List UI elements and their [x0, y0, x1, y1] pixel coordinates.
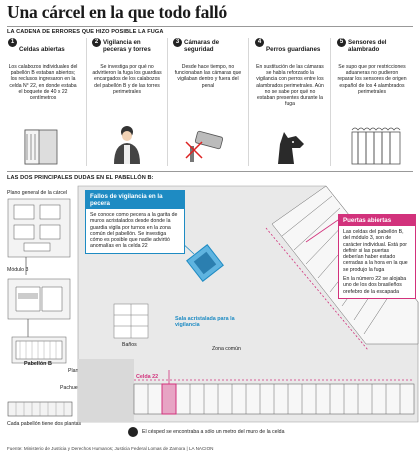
callout-puertas: Puertas abiertas Las celdas del pabellón…	[338, 214, 416, 299]
cada-pabellon-label: Cada pabellón tiene dos plantas	[7, 421, 82, 427]
modulo-label: Módulo 3	[7, 267, 29, 273]
guard-icon	[114, 126, 140, 164]
pavilion-floors-diagram	[7, 401, 73, 417]
column-body: Desde hace tiempo, no funcionaban las cá…	[174, 64, 242, 89]
banos-label: Baños	[122, 342, 137, 348]
callout-puertas-title: Puertas abiertas	[339, 215, 415, 226]
site-plan-diagram	[7, 198, 71, 364]
column-divider	[167, 38, 168, 166]
camera-icon	[185, 130, 224, 162]
step-number: 1	[8, 38, 17, 47]
column-heading: Celdas abiertas	[19, 46, 65, 53]
column-body: Los calabozos individuales del pabellón …	[8, 64, 78, 102]
column-body: Se supo que por restricciones aduaneras …	[337, 64, 407, 95]
column-celdas-abiertas: 1Celdas abiertas Los calabozos individua…	[8, 38, 78, 101]
bathrooms-block	[113, 303, 149, 339]
callout-puertas-body2: En la número 22 se alojaba uno de los do…	[343, 276, 407, 295]
cell-door-icon	[24, 129, 58, 165]
column-body: Se investiga por qué no advirtieron la f…	[92, 64, 162, 95]
source-line: Fuente: Ministerio de Justicia y Derecho…	[7, 446, 214, 451]
column-heading: Perros guardianes	[266, 46, 321, 53]
callout-vigilancia: Fallos de vigilancia en la pecera Se con…	[85, 190, 185, 254]
fence-icon	[351, 127, 401, 165]
section1-kicker: LA CADENA DE ERRORES QUE HIZO POSIBLE LA…	[7, 29, 164, 35]
column-divider	[248, 38, 249, 166]
callout-vigilancia-title: Fallos de vigilancia en la pecera	[86, 191, 184, 209]
page-title: Una cárcel en la que todo falló	[7, 2, 227, 22]
cell-22-highlight	[161, 383, 177, 415]
column-heading: Cámaras de seguridad	[184, 39, 220, 53]
column-divider	[330, 38, 331, 166]
plano-label: Plano general de la cárcel	[7, 190, 67, 196]
column-heading: Vigilancia en peceras y torres	[103, 39, 151, 53]
cesped-note: El césped se encontraba a sólo un metro …	[142, 429, 285, 435]
glass-room	[186, 244, 224, 282]
dog-icon	[278, 132, 304, 164]
lawn-marker-icon	[128, 427, 138, 437]
step-number: 3	[173, 38, 182, 47]
divider	[7, 171, 413, 172]
callout-vigilancia-body: Se conoce como pecera a la garita de mur…	[90, 212, 178, 250]
callout-puertas-body: Las celdas del pabellón B, del módulo 3,…	[343, 229, 408, 273]
step-number: 2	[92, 38, 101, 47]
column-divider	[86, 38, 87, 166]
zona-comun-label: Zona común	[212, 346, 241, 352]
celda-22-label: Celda 22	[136, 374, 159, 380]
column-body: En sustitución de las cámaras se había r…	[256, 64, 324, 108]
pabellon-label: Pabellón B	[24, 361, 52, 367]
section2-kicker: LAS DOS PRINCIPALES DUDAS EN EL PABELLÓN…	[7, 175, 154, 181]
column-heading: Sensores del alambrado	[348, 39, 387, 53]
step-number: 5	[337, 38, 346, 47]
cell-row-bottom	[133, 383, 415, 415]
pachuela-label: Pachuela	[60, 385, 82, 391]
column-illustrations	[24, 126, 401, 165]
step-number: 4	[255, 38, 264, 47]
divider	[7, 26, 413, 27]
column-perros: 4Perros guardianes En sustitución de las…	[255, 38, 325, 107]
sala-label: Sala acristalada para la vigilancia	[175, 316, 235, 329]
